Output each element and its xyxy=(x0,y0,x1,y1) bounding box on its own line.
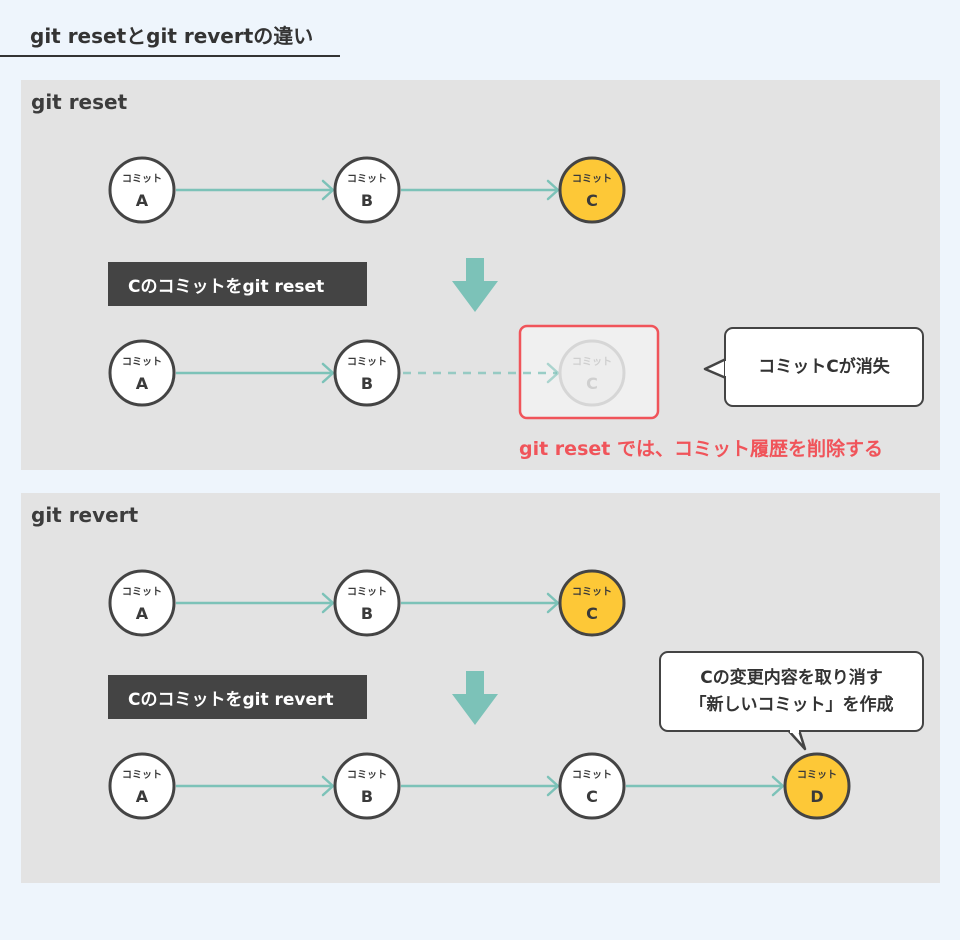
commit-node-c: コミット C xyxy=(558,752,626,820)
commit-node-b: コミット B xyxy=(333,156,401,224)
down-arrow xyxy=(452,258,498,312)
dashed-arrow-b-to-c xyxy=(403,362,560,384)
removed-commit-node-c: コミット C xyxy=(558,339,626,407)
reset-step-label: Cのコミットをgit reset xyxy=(108,262,367,306)
reset-callout: コミットCが消失 xyxy=(724,327,924,407)
commit-node-label: C xyxy=(586,787,598,806)
revert-step-label: Cのコミットをgit revert xyxy=(108,675,367,719)
arrow-a-to-b xyxy=(176,592,335,614)
down-arrow xyxy=(452,671,498,725)
arrow-b-to-c xyxy=(401,179,560,201)
commit-node-label: A xyxy=(136,374,149,393)
commit-node-b: コミット B xyxy=(333,752,401,820)
commit-node-label: A xyxy=(136,787,149,806)
commit-node-a: コミット A xyxy=(108,156,176,224)
commit-node-sublabel: コミット xyxy=(572,586,612,598)
commit-node-b: コミット B xyxy=(333,569,401,637)
commit-node-sublabel: コミット xyxy=(347,173,387,185)
commit-node-label: A xyxy=(136,604,149,623)
revert-callout-line-2: 「新しいコミット」を作成 xyxy=(689,694,894,715)
callout-seam xyxy=(725,361,731,376)
reset-callout-text: コミットCが消失 xyxy=(758,356,890,377)
reset-flow-diagram: コミット A コミット B コミット C コミット xyxy=(108,156,728,420)
arrow-a-to-b xyxy=(176,362,335,384)
reset-warning-note: git reset では、コミット履歴を削除する xyxy=(519,438,883,460)
commit-node-label: B xyxy=(361,374,373,393)
commit-node-sublabel: コミット xyxy=(572,173,612,185)
title-underline xyxy=(0,55,340,57)
revert-callout: Cの変更内容を取り消す 「新しいコミット」を作成 xyxy=(659,651,924,732)
commit-node-label: B xyxy=(361,191,373,210)
commit-node-c: コミット C xyxy=(558,569,626,637)
commit-node-sublabel: コミット xyxy=(347,356,387,368)
callout-seam xyxy=(790,726,799,733)
revert-callout-line-1: Cの変更内容を取り消す xyxy=(700,668,883,689)
reset-panel-label: git reset xyxy=(31,90,128,114)
commit-node-b: コミット B xyxy=(333,339,401,407)
arrow-b-to-c xyxy=(401,592,560,614)
revert-flow-diagram: コミット A コミット B コミット C xyxy=(108,569,851,820)
commit-node-d: コミット D xyxy=(783,752,851,820)
commit-node-a: コミット A xyxy=(108,339,176,407)
commit-node-sublabel: コミット xyxy=(797,769,837,781)
commit-node-sublabel: コミット xyxy=(122,173,162,185)
commit-node-sublabel: コミット xyxy=(122,769,162,781)
page-title: git resetとgit revertの違い xyxy=(30,24,314,48)
commit-node-label: C xyxy=(586,374,598,393)
commit-node-label: B xyxy=(361,604,373,623)
commit-node-label: A xyxy=(136,191,149,210)
arrow-a-to-b xyxy=(176,775,335,797)
arrow-b-to-c xyxy=(401,775,560,797)
commit-node-sublabel: コミット xyxy=(572,356,612,368)
callout-pointer xyxy=(703,357,728,380)
commit-node-c: コミット C xyxy=(558,156,626,224)
arrow-c-to-d xyxy=(626,775,785,797)
commit-node-sublabel: コミット xyxy=(122,356,162,368)
commit-node-sublabel: コミット xyxy=(122,586,162,598)
reset-panel: git reset コミット A コミット B コミット C xyxy=(21,80,940,470)
revert-panel: git revert コミット A コミット B コミット C xyxy=(21,493,940,883)
commit-node-label: C xyxy=(586,604,598,623)
commit-node-a: コミット A xyxy=(108,752,176,820)
commit-node-sublabel: コミット xyxy=(347,586,387,598)
commit-node-sublabel: コミット xyxy=(572,769,612,781)
revert-panel-label: git revert xyxy=(31,503,139,527)
commit-node-sublabel: コミット xyxy=(347,769,387,781)
commit-node-a: コミット A xyxy=(108,569,176,637)
commit-node-label: B xyxy=(361,787,373,806)
commit-node-label: D xyxy=(810,787,823,806)
arrow-a-to-b xyxy=(176,179,335,201)
commit-node-label: C xyxy=(586,191,598,210)
